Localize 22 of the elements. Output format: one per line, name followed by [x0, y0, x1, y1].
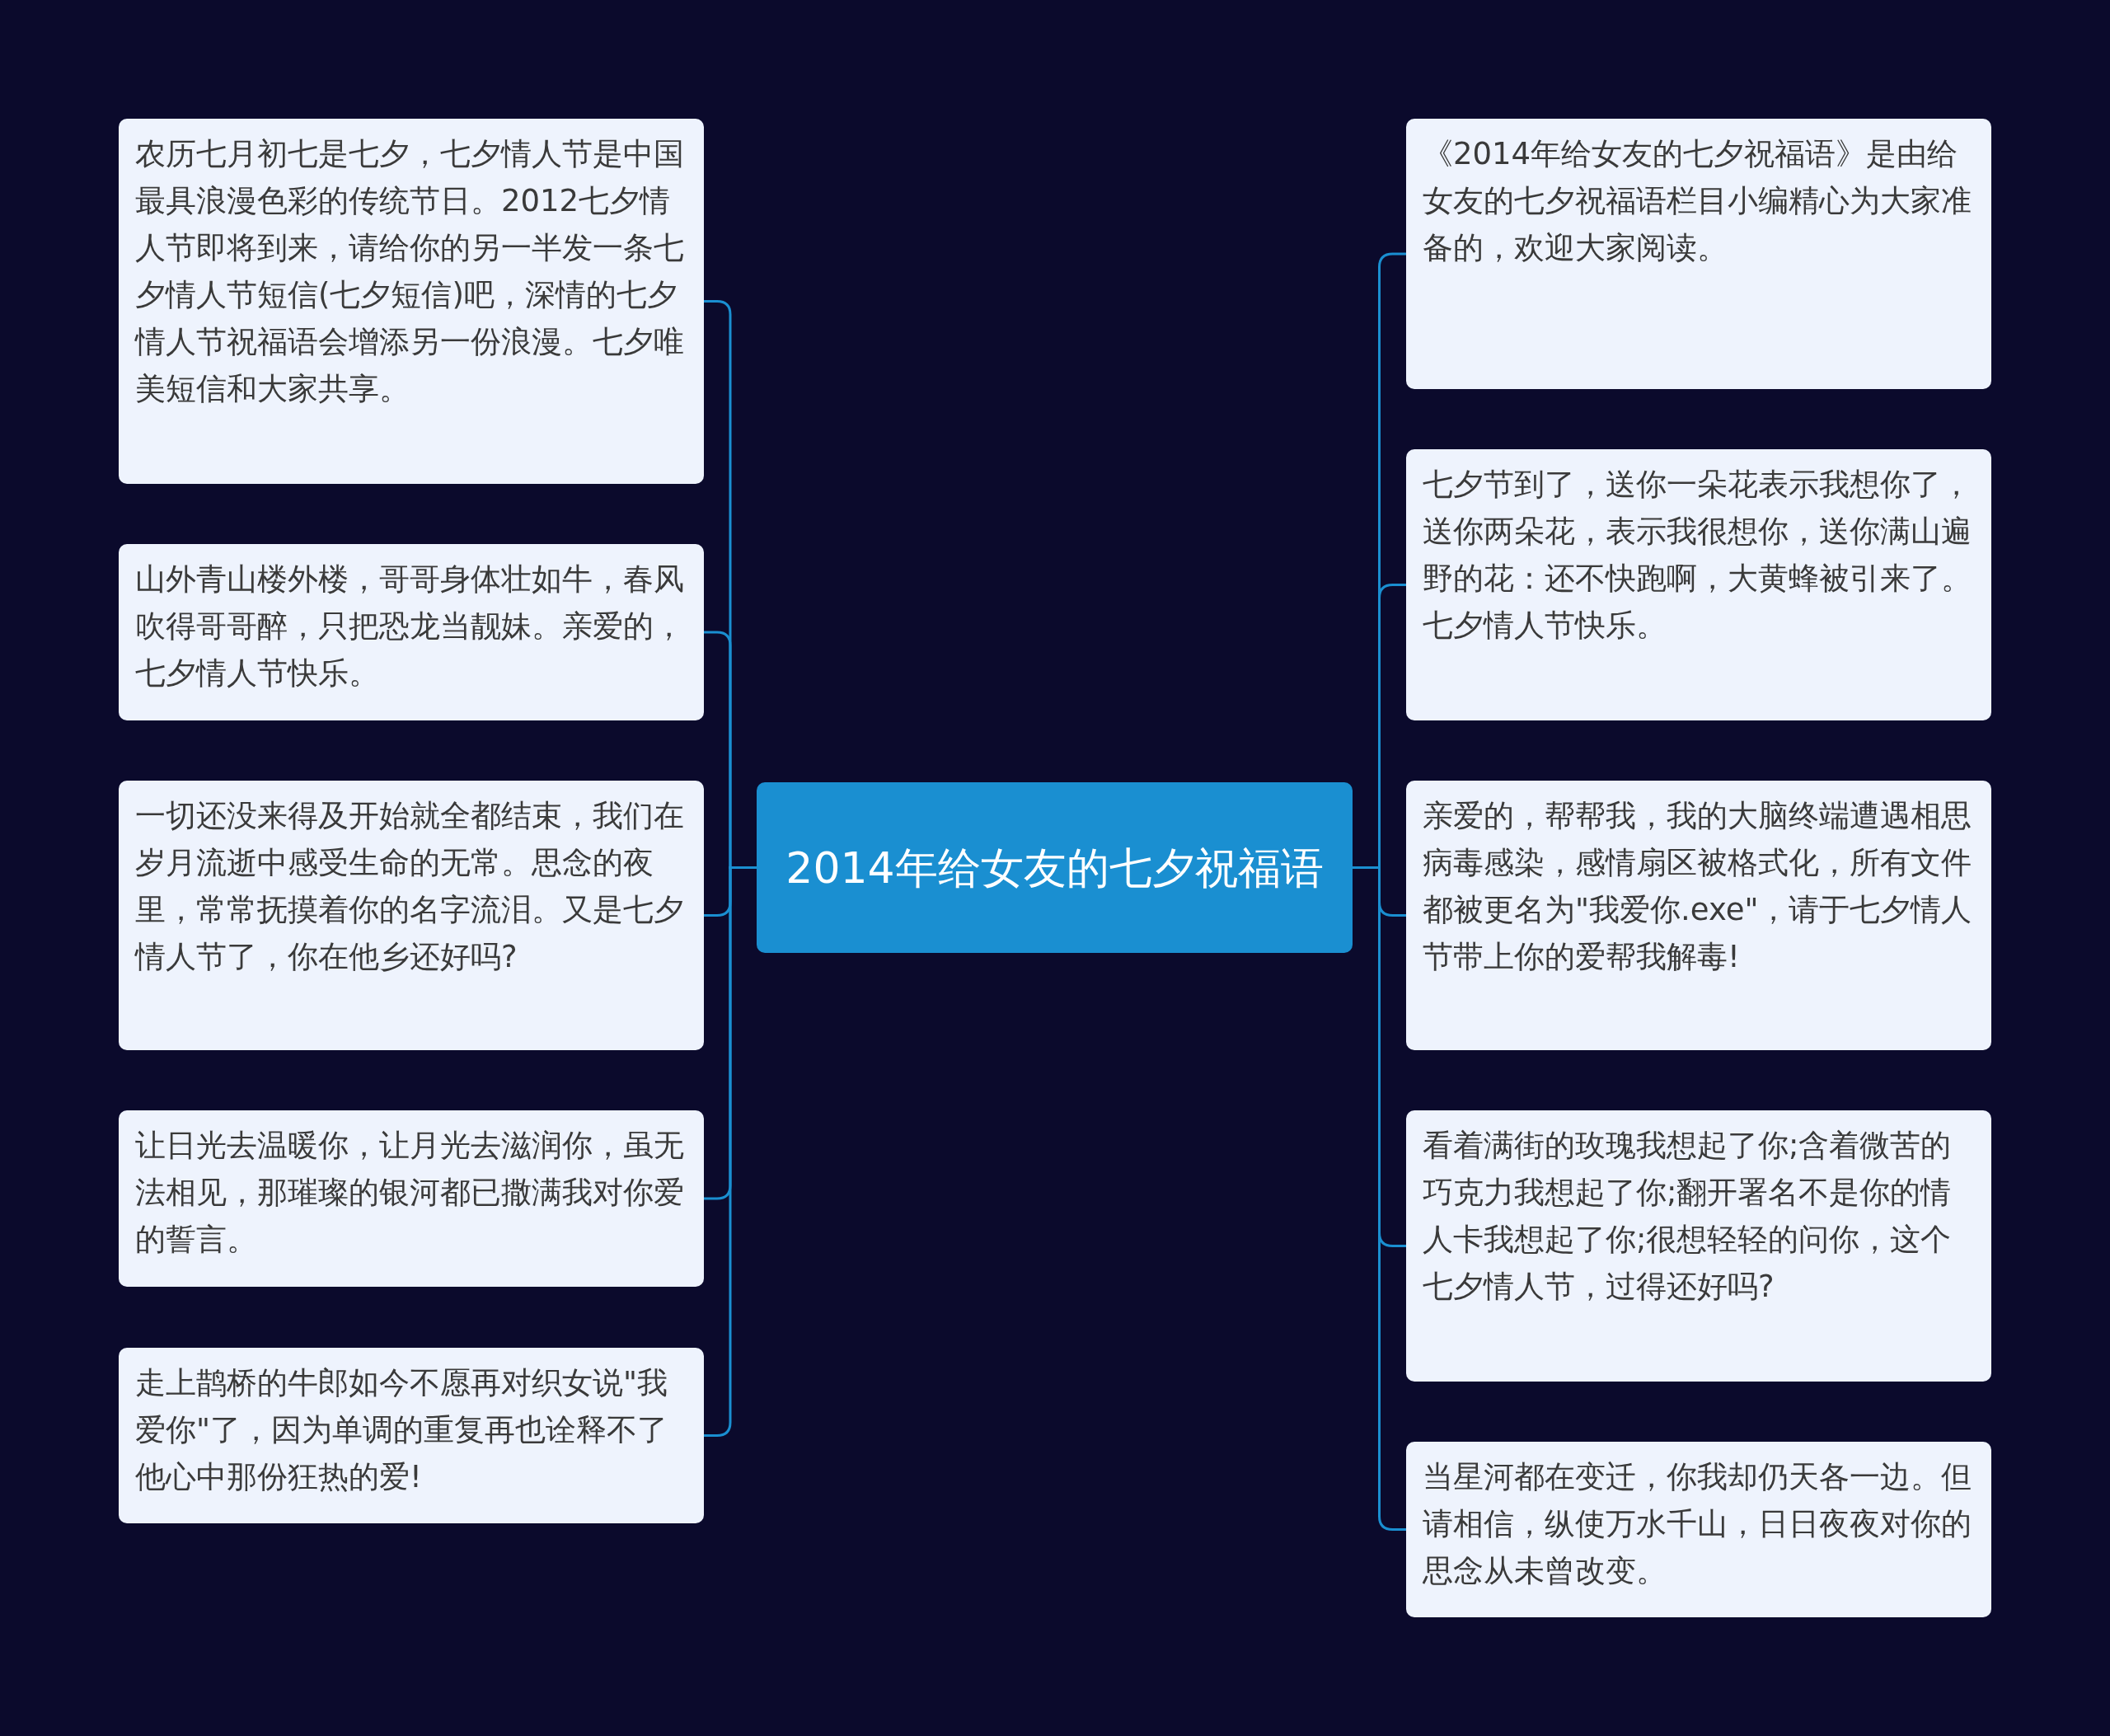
- branch-card: [1406, 449, 1991, 720]
- branch-card: [1406, 119, 1991, 389]
- card-text: 山外青山楼外楼，哥哥身体壮如牛，春风吹得哥哥醉，只把恐龙当靓妹。亲爱的，七夕情人节快乐。: [135, 561, 685, 692]
- central-topic-box: [757, 782, 1353, 953]
- branch-card: [119, 1348, 704, 1523]
- card-text: 2014年给女友的七夕祝福语: [785, 842, 1324, 894]
- card-text: 让日光去温暖你，让月光去滋润你，虽无法相见，那璀璨的银河都已撒满我对你爱的誓言。: [135, 1127, 685, 1259]
- branch-card: [119, 781, 704, 1050]
- branch-card: [119, 119, 704, 484]
- branch-card: [119, 1110, 704, 1287]
- card-text: 农历七月初七是七夕，七夕情人节是中国最具浪漫色彩的传统节日。2012七夕情人节即将到来，请给你的另一半发一条七夕情人节短信(七夕短信)吧，深情的七夕情人节祝福语会增添另一份浪漫。七夕唯美短信和大家共享。: [135, 135, 685, 408]
- card-text: 当星河都在变迁，你我却仍天各一边。但请相信，纵使万水千山，日日夜夜对你的思念从未曾改变。: [1423, 1458, 1972, 1590]
- branch-card: [1406, 1110, 1991, 1382]
- card-text: 七夕节到了，送你一朵花表示我想你了，送你两朵花，表示我很想你，送你满山遍野的花：还不快跑啊，大黄蜂被引来了。七夕情人节快乐。: [1423, 466, 1972, 645]
- card-text: 走上鹊桥的牛郎如今不愿再对织女说"我爱你"了，因为单调的重复再也诠释不了他心中那份狂热的爱!: [135, 1364, 669, 1496]
- card-text: 亲爱的，帮帮我，我的大脑终端遭遇相思病毒感染，感情扇区被格式化，所有文件都被更名为"我爱你.exe"，请于七夕情人节带上你的爱帮我解毒!: [1423, 797, 1973, 976]
- card-text: 一切还没来得及开始就全都结束，我们在岁月流逝中感受生命的无常。思念的夜里，常常抚摸着你的名字流泪。又是七夕情人节了，你在他乡还好吗?: [135, 797, 685, 976]
- branch-card: [1406, 781, 1991, 1050]
- card-text: 《2014年给女友的七夕祝福语》是由给女友的七夕祝福语栏目小编精心为大家准备的，欢迎大家阅读。: [1423, 135, 1972, 267]
- branch-card: [1406, 1442, 1991, 1617]
- branch-card: [119, 544, 704, 720]
- card-text: 看着满街的玫瑰我想起了你;含着微苦的巧克力我想起了你;翻开署名不是你的情人卡我想起了你;很想轻轻的问你，这个七夕情人节，过得还好吗?: [1423, 1127, 1953, 1306]
